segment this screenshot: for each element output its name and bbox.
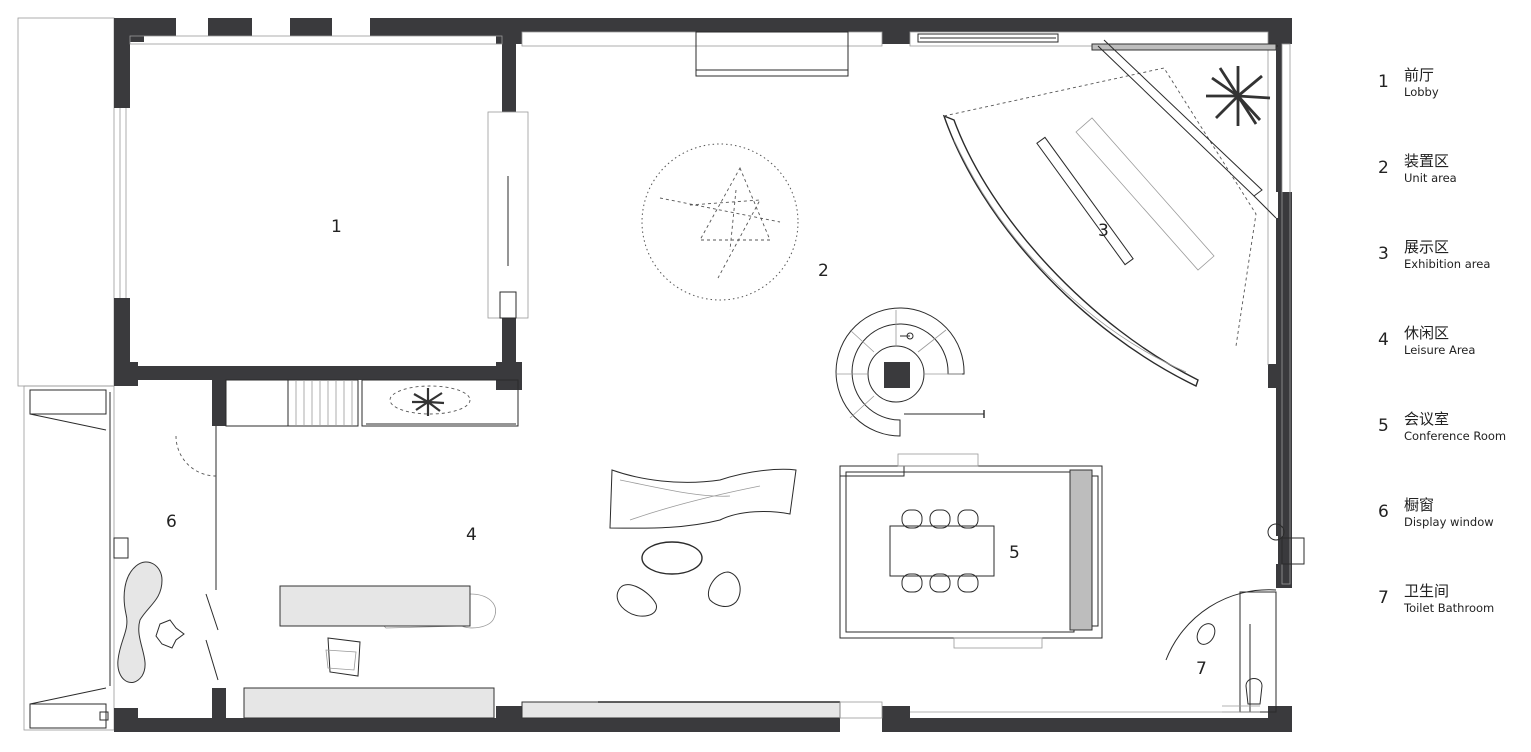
legend-number: 2 xyxy=(1378,158,1389,178)
room-unit-area xyxy=(641,31,985,437)
legend-cn-label: 卫生间 xyxy=(1404,582,1450,600)
room-number-5: 5 xyxy=(1009,543,1020,563)
room-leisure-area xyxy=(243,468,797,719)
stair-steps xyxy=(295,380,353,426)
plant-icon xyxy=(412,388,445,416)
legend-number: 4 xyxy=(1378,330,1389,350)
room-number-6: 6 xyxy=(166,512,177,532)
room-exhibition-area xyxy=(942,39,1278,387)
floor-plan: 1 2 3 4 5 6 7 xyxy=(17,17,1305,732)
legend-en-label: Exhibition area xyxy=(1404,257,1491,271)
room-toilet xyxy=(1165,589,1277,713)
room-conference xyxy=(839,453,1103,649)
room-display-window xyxy=(99,392,219,721)
room-number-3: 3 xyxy=(1098,221,1109,241)
legend-number: 7 xyxy=(1378,588,1389,608)
room-number-4: 4 xyxy=(466,525,477,545)
legend-number: 6 xyxy=(1378,502,1389,522)
chairs xyxy=(901,509,979,593)
legend-cn-label: 装置区 xyxy=(1404,152,1450,170)
room-lobby xyxy=(225,379,519,427)
room-labels: 1 2 3 4 5 6 7 xyxy=(166,217,1207,679)
legend-cn-label: 展示区 xyxy=(1404,238,1450,256)
room-number-1: 1 xyxy=(331,217,342,237)
legend-en-label: Toilet Bathroom xyxy=(1404,601,1495,615)
legend-number: 1 xyxy=(1378,72,1389,92)
plant-icon xyxy=(1206,66,1271,126)
glazing xyxy=(119,31,1305,719)
legend-cn-label: 前厅 xyxy=(1404,66,1435,84)
legend-cn-label: 橱窗 xyxy=(1404,496,1435,514)
legend-en-label: Display window xyxy=(1404,515,1494,529)
exterior-walls xyxy=(114,18,1292,732)
legend-number: 5 xyxy=(1378,416,1389,436)
spiral-stair xyxy=(835,307,985,437)
legend-en-label: Lobby xyxy=(1404,85,1439,99)
legend-en-label: Unit area xyxy=(1404,171,1457,185)
room-number-7: 7 xyxy=(1196,659,1207,679)
legend-cn-label: 休闲区 xyxy=(1404,324,1450,342)
room-number-2: 2 xyxy=(818,261,829,281)
west-exterior xyxy=(17,17,115,731)
legend-number: 3 xyxy=(1378,244,1389,264)
legend-en-label: Leisure Area xyxy=(1404,343,1476,357)
legend-en-label: Conference Room xyxy=(1404,429,1507,443)
legend-cn-label: 会议室 xyxy=(1404,410,1450,428)
